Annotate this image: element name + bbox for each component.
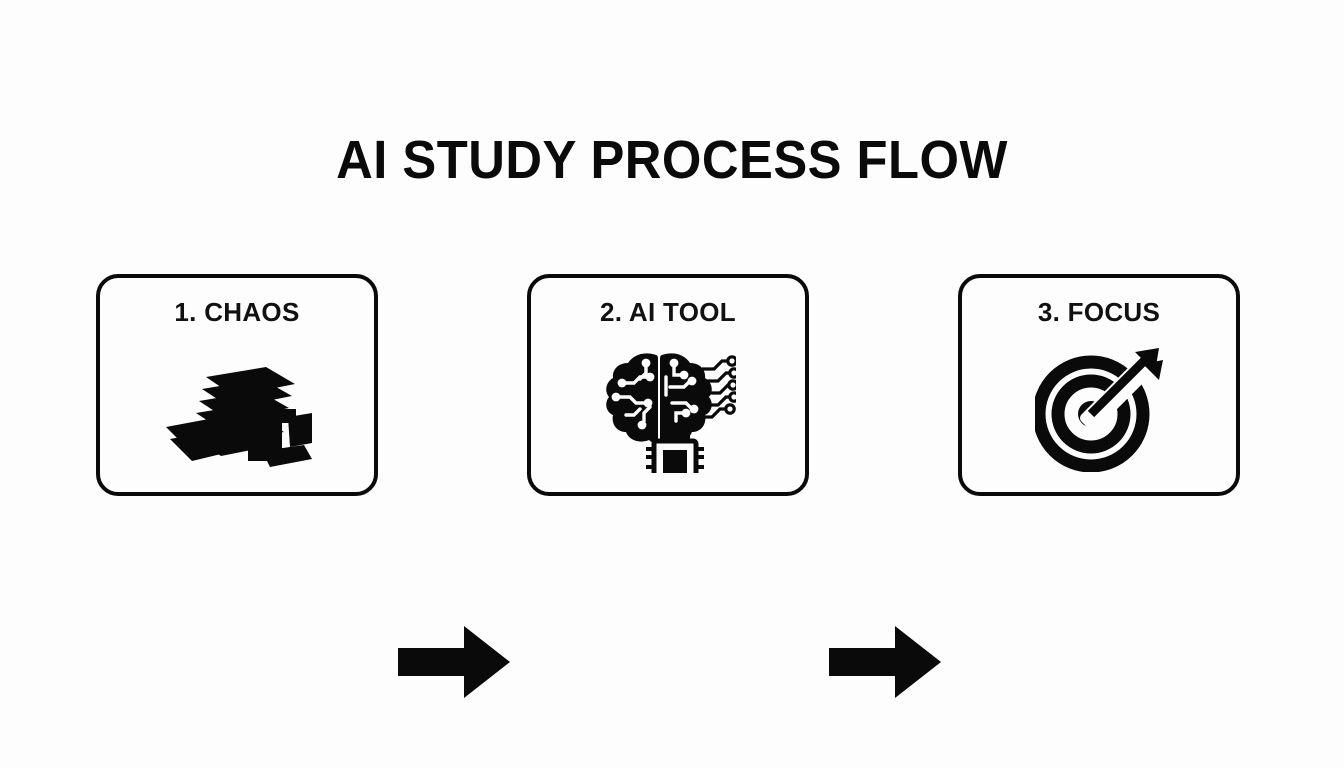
process-flow-row: 1. CHAOS (0, 274, 1344, 698)
flow-step-card-chaos[interactable]: 1. CHAOS (96, 274, 378, 496)
flow-step-card-focus[interactable]: 3. FOCUS (958, 274, 1240, 496)
flow-step-label-ai-tool: 2. AI TOOL (600, 297, 736, 327)
arrow-step1-to-step2 (398, 626, 510, 698)
paper-stack-icon (100, 340, 374, 480)
page-title: AI STUDY PROCESS FLOW (336, 130, 1008, 190)
flow-step-label-focus: 3. FOCUS (1037, 297, 1161, 327)
arrow-step2-to-step3 (829, 626, 941, 698)
ai-brain-circuit-icon (531, 340, 805, 480)
target-bullseye-arrow-icon (962, 340, 1236, 480)
flow-step-label-chaos: 1. CHAOS (174, 297, 300, 327)
flow-step-card-ai-tool[interactable]: 2. AI TOOL (527, 274, 809, 496)
